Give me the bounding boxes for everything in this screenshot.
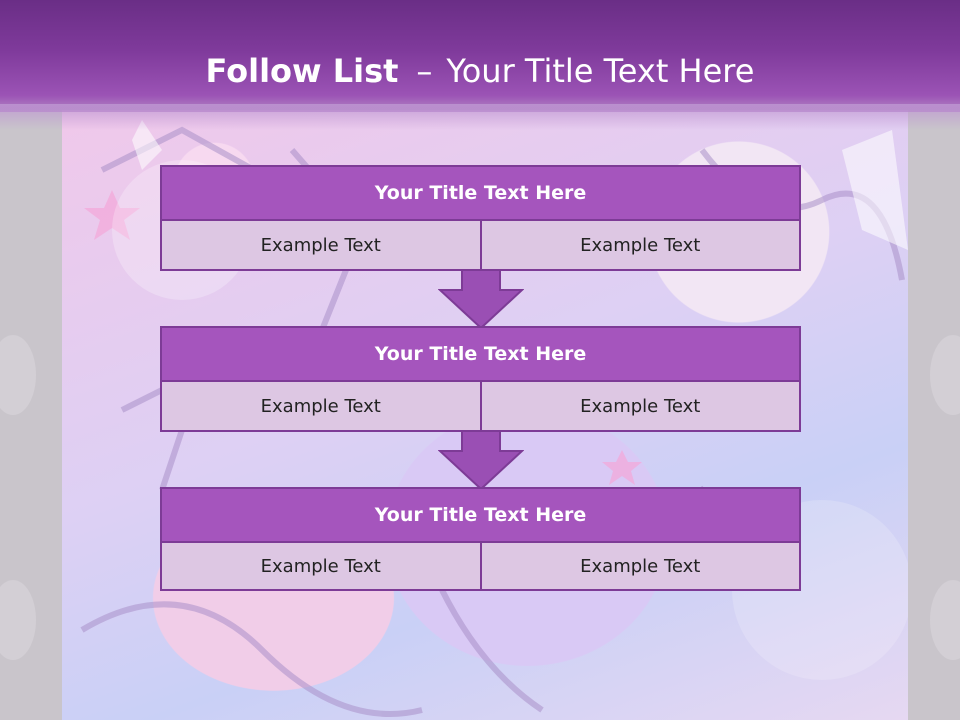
right-border-strip — [908, 110, 960, 720]
block-cell-right: Example Text — [481, 382, 801, 432]
slide-title-bold: Follow List — [205, 52, 399, 90]
left-border-strip — [0, 110, 62, 720]
list-block-2: Your Title Text Here Example Text Exampl… — [160, 326, 801, 432]
slide-title: Follow List–Your Title Text Here — [0, 52, 960, 90]
block-title: Your Title Text Here — [160, 326, 801, 382]
block-cell-right: Example Text — [481, 543, 801, 591]
list-block-3: Your Title Text Here Example Text Exampl… — [160, 487, 801, 591]
block-cell-right: Example Text — [481, 221, 801, 271]
slide-title-text: Your Title Text Here — [446, 52, 755, 90]
down-arrow-icon — [438, 431, 524, 491]
slide-title-separator: – — [416, 52, 433, 90]
block-cell-left: Example Text — [160, 221, 482, 271]
block-cell-left: Example Text — [160, 543, 482, 591]
block-title: Your Title Text Here — [160, 487, 801, 543]
list-block-1: Your Title Text Here Example Text Exampl… — [160, 165, 801, 271]
title-bar — [0, 0, 960, 112]
down-arrow-icon — [438, 270, 524, 330]
block-title: Your Title Text Here — [160, 165, 801, 221]
block-cell-left: Example Text — [160, 382, 482, 432]
title-bar-fade — [0, 104, 960, 130]
